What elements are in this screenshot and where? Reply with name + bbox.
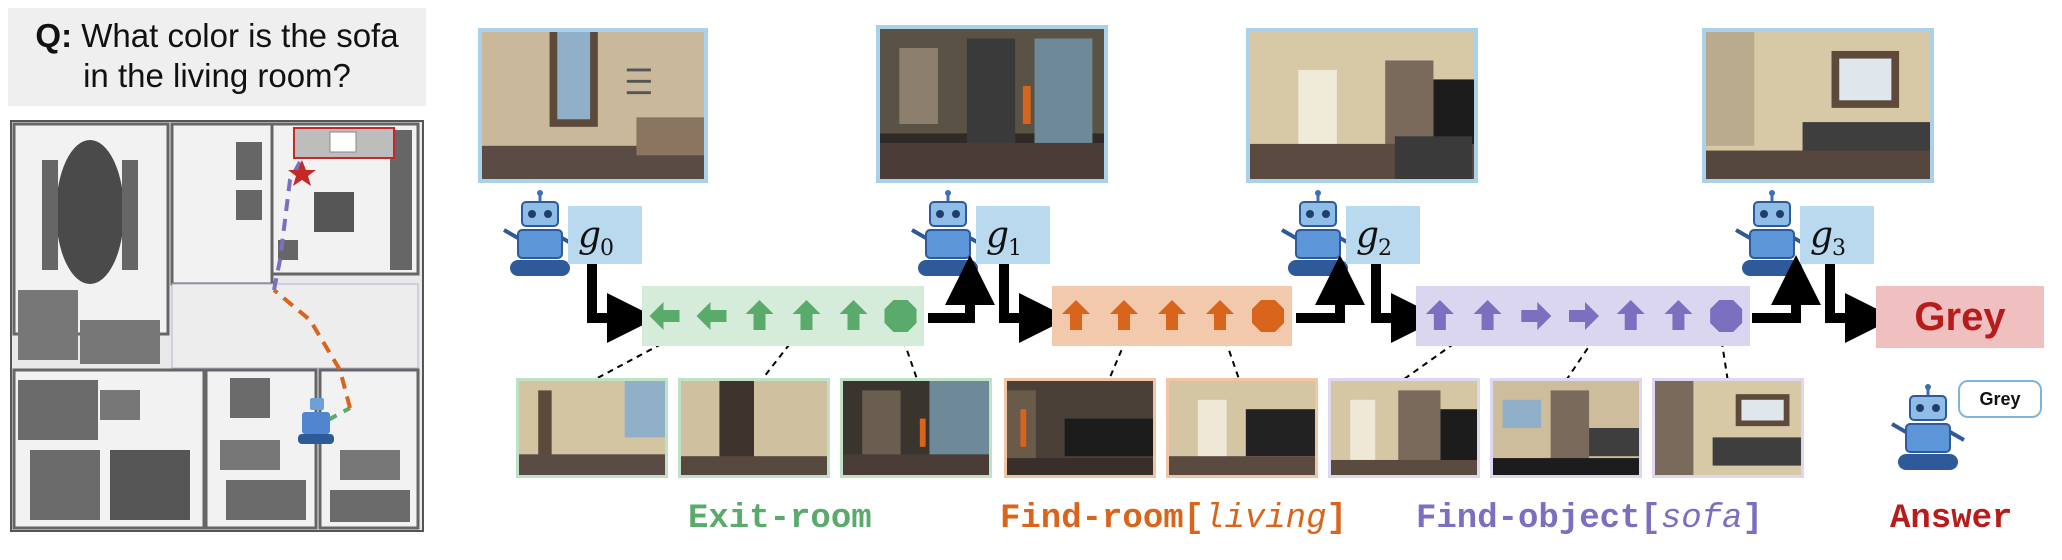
scene-image-goal-2 [1246,28,1478,183]
stage-label-exit-room: Exit-room [688,500,872,538]
action-stop-icon [1252,300,1284,332]
stage-label-find-object: Find-object[sofa] [1416,500,1763,538]
action-right-icon [1569,302,1599,330]
action-stop-icon [884,300,917,332]
thumbnail-exit-room-2 [678,378,830,478]
scene-image-goal-1 [876,25,1108,183]
thumbnail-find-object-1 [1328,378,1480,478]
stage-label-answer: Answer [1890,500,2013,538]
robot-icon-answer [1888,384,1968,474]
action-up-icon [839,300,868,330]
question-line-1: Q: What color is the sofa [35,17,399,54]
action-up-icon [1158,300,1186,330]
action-up-icon [745,300,774,330]
scene-image-goal-3 [1702,28,1934,183]
answer-box: Grey [1876,286,2044,348]
action-up-icon [792,300,821,330]
thumbnail-exit-room-3 [840,378,992,478]
thumbnail-find-object-2 [1490,378,1642,478]
action-up-icon [1110,300,1138,330]
action-up-icon [1206,300,1234,330]
action-stop-icon [1710,300,1743,332]
action-band-find-object [1416,286,1750,346]
stage-label-find-room: Find-room[living] [1000,500,1347,538]
action-up-icon [1664,300,1693,330]
action-left-icon [696,302,727,330]
floor-plan-map [8,118,426,534]
robot-icon-goal-0 [500,190,580,280]
action-band-exit-room [642,286,924,346]
action-up-icon [1062,300,1090,330]
thumbnail-find-object-3 [1652,378,1804,478]
action-right-icon [1521,302,1552,330]
scene-image-goal-0 [478,28,708,183]
action-left-icon [649,302,680,330]
thumbnail-find-room-1 [1004,378,1156,478]
action-band-find-room [1052,286,1292,346]
thumbnail-find-room-2 [1166,378,1318,478]
answer-speech-bubble: Grey [1958,380,2042,418]
thumbnail-exit-room-1 [516,378,668,478]
action-up-icon [1616,300,1645,330]
question-box: Q: What color is the sofa in the living … [8,8,426,106]
action-up-icon [1425,300,1454,330]
question-line-2: in the living room? [83,57,351,94]
action-up-icon [1473,300,1502,330]
